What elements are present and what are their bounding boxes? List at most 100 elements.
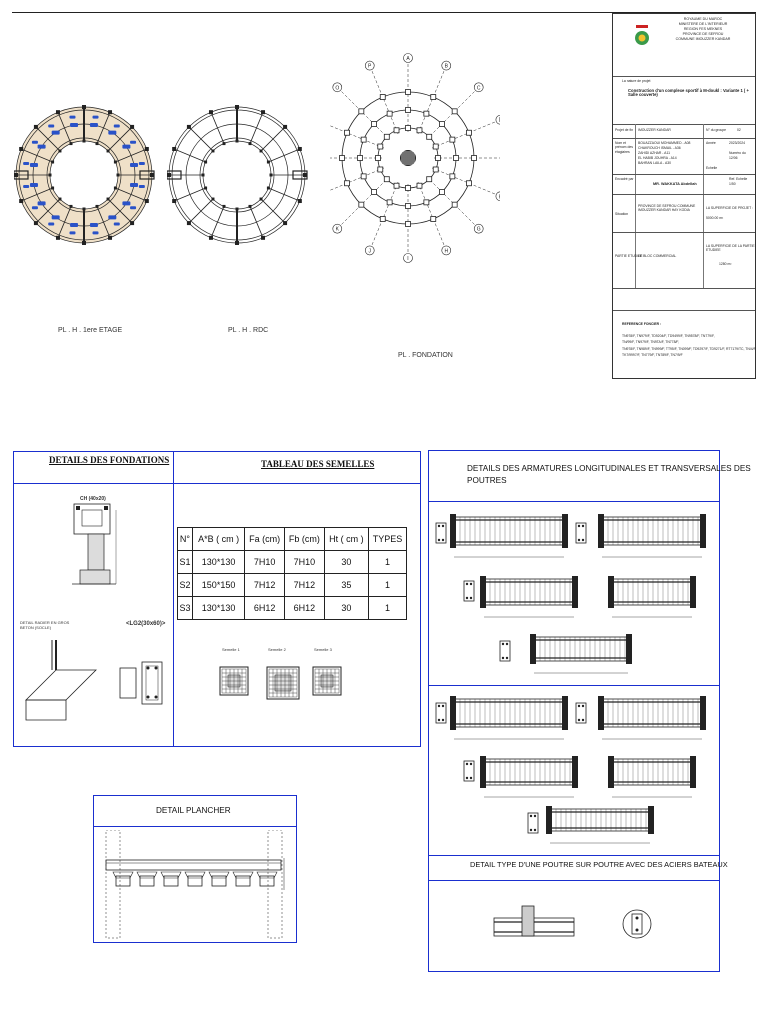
table-cell: 1 — [367, 596, 408, 620]
table-cell: S2 — [177, 573, 193, 597]
svg-text:I: I — [407, 256, 408, 262]
table-cell: 130*130 — [191, 596, 246, 620]
plancher-header-line — [93, 826, 297, 827]
armatures-header-line — [428, 501, 720, 502]
ground-floor-plan — [167, 105, 308, 245]
bateaux-title: DETAIL TYPE D'UNE POUTRE SUR POUTRE AVEC… — [470, 860, 728, 869]
table-cell: 130*130 — [191, 550, 246, 574]
semelle-3-label: Semelle 3 — [314, 647, 332, 652]
fondations-title: DETAILS DES FONDATIONS — [49, 455, 170, 465]
name-3: ZAHIDI AZHAR - A11 — [638, 151, 670, 155]
lg-label: <LG2(30x60)> — [126, 621, 166, 627]
name-4: EL HABIB JOUHRA - A14 — [638, 156, 677, 160]
partie-value: LE BLOC COMMERCIAL — [638, 254, 677, 258]
situation-value: PROVINCE DE SEFROU COMMUNE IMOUZZER KAND… — [638, 204, 696, 213]
table-cell: 35 — [323, 573, 369, 597]
group-label: N° du groupe — [706, 128, 727, 132]
svg-text:F: F — [499, 194, 500, 200]
encadre-label: Encadré par — [615, 177, 634, 181]
echelle-value: 1/50 — [729, 182, 736, 186]
stage-label: Numéro du — [729, 151, 746, 155]
plancher-title: DETAIL PLANCHER — [156, 806, 231, 815]
table-cell: 1 — [367, 573, 408, 597]
svg-text:K: K — [336, 227, 340, 233]
situation-label: Situation — [615, 212, 629, 216]
kingdom-line-4: PROVINCE DE SEFROU — [682, 32, 724, 36]
bateaux-header-line — [428, 880, 720, 881]
reference-label: REFERENCE FONCIER : — [622, 322, 662, 326]
stage-value: 12/06 — [729, 156, 738, 160]
svg-text:J: J — [368, 248, 371, 254]
table-header: Fa (cm) — [244, 527, 286, 551]
echelle-label: Ref. Echelle — [729, 177, 748, 181]
svg-text:H: H — [444, 248, 448, 254]
table-cell: 30 — [323, 550, 369, 574]
armatures-panel — [428, 450, 720, 972]
svg-text:O: O — [335, 85, 339, 91]
first-floor-plan — [14, 105, 155, 245]
table-cell: 7H10 — [244, 550, 286, 574]
surface-partie-value: 1280 m² — [719, 262, 732, 266]
semelle-details-drawings — [219, 666, 342, 700]
reference-line-1: TN978/F, TN979/F, TD9204/F, TD9499/F, TN… — [622, 334, 715, 338]
ground-floor-plan-label: PL . H . RDC — [228, 327, 269, 334]
group-value: 02 — [737, 128, 741, 132]
table-cell: 7H12 — [284, 573, 325, 597]
svg-text:P: P — [368, 64, 372, 70]
table-cell: 7H12 — [244, 573, 286, 597]
reference-line-2: TN/99/F, TN979/F, TN9TA/F, TN778/F, — [622, 340, 680, 344]
table-cell: 6H12 — [284, 596, 325, 620]
table-cell: S3 — [177, 596, 193, 620]
semelle-1-label: Semelle 1 — [222, 647, 240, 652]
name-1: BOUAZZAOUI MOHAMMED - A08 — [638, 141, 691, 145]
projet-label: Projet de fin — [615, 128, 634, 132]
surface-partie-label: LA SUPERFICIE DE LA PARTIE ETUDIEE — [706, 244, 755, 253]
ch-label: CH (40x20) — [80, 496, 106, 502]
armatures-title-line-1: DETAILS DES ARMATURES LONGITUDINALES ET … — [467, 464, 751, 473]
table-cell: S1 — [177, 550, 193, 574]
table-cell: 7H10 — [284, 550, 325, 574]
table-row: S2 150*150 7H12 7H12 35 1 — [177, 573, 408, 597]
date-value: 2023/2024 — [729, 141, 746, 145]
plancher-panel — [93, 795, 297, 943]
table-cell: 30 — [323, 596, 369, 620]
table-cell: 150*150 — [191, 573, 246, 597]
table-row: S3 130*130 6H12 6H12 30 1 — [177, 596, 408, 620]
svg-text:B: B — [445, 64, 449, 70]
bateaux-drawings — [493, 905, 652, 939]
name-5: BAHRAN LAILA - A30 — [638, 161, 671, 165]
table-header: N° — [177, 527, 193, 551]
kingdom-line-3: REGION FES MEKNES — [683, 27, 723, 31]
foundation-plan: ABCDEFGHIJKLMNOP — [330, 53, 500, 263]
bateaux-top-line — [428, 855, 720, 856]
plancher-drawing — [105, 830, 285, 939]
svg-text:D: D — [499, 118, 500, 124]
surface-label: LA SUPERFICIE DE PROJET : — [706, 206, 754, 210]
projet-value: IMOUZZER KANDAR — [638, 128, 671, 132]
date-label: Année — [706, 141, 716, 145]
name-2: CHAKROUCH ISMAIL - A36 — [638, 146, 681, 150]
top-border-line — [12, 12, 756, 13]
armatures-title-line-2: POUTRES — [467, 476, 507, 485]
partie-label: PARTIE ETUDIEE — [615, 254, 643, 258]
reference-line-4: TK7/9997/F, TN779/F, TN789/F, TN7/9/F — [622, 353, 683, 357]
svg-text:G: G — [477, 227, 481, 233]
fondations-drawings — [25, 503, 163, 721]
armatures-mid-line — [428, 685, 720, 686]
semelle-2-label: Semelle 2 — [268, 647, 286, 652]
title-block: ROYAUME DU MAROC MINISTERE DE L'INTERIEU… — [612, 13, 756, 379]
svg-text:C: C — [477, 85, 481, 91]
table-row: S1 130*130 7H10 7H10 30 1 — [177, 550, 408, 574]
names-label: Nom et prénom des étagiaires — [615, 141, 633, 154]
table-header-row: N° A*B ( cm ) Fa (cm) Fb (cm) Ht ( cm ) … — [177, 527, 408, 551]
table-header: Fb (cm) — [284, 527, 325, 551]
table-header: Ht ( cm ) — [323, 527, 369, 551]
table-cell: 6H12 — [244, 596, 286, 620]
project-title: Construction d'un complexe sportif à M-d… — [628, 88, 749, 98]
semelles-title: TABLEAU DES SEMELLES — [261, 459, 375, 469]
scale-label: Echelle — [706, 166, 718, 170]
semelles-table: N° A*B ( cm ) Fa (cm) Fb (cm) Ht ( cm ) … — [177, 527, 408, 620]
kingdom-line-2: MINISTERE DE L'INTERIEUR — [678, 22, 728, 26]
table-header: A*B ( cm ) — [191, 527, 246, 551]
morocco-emblem-icon — [635, 25, 649, 45]
